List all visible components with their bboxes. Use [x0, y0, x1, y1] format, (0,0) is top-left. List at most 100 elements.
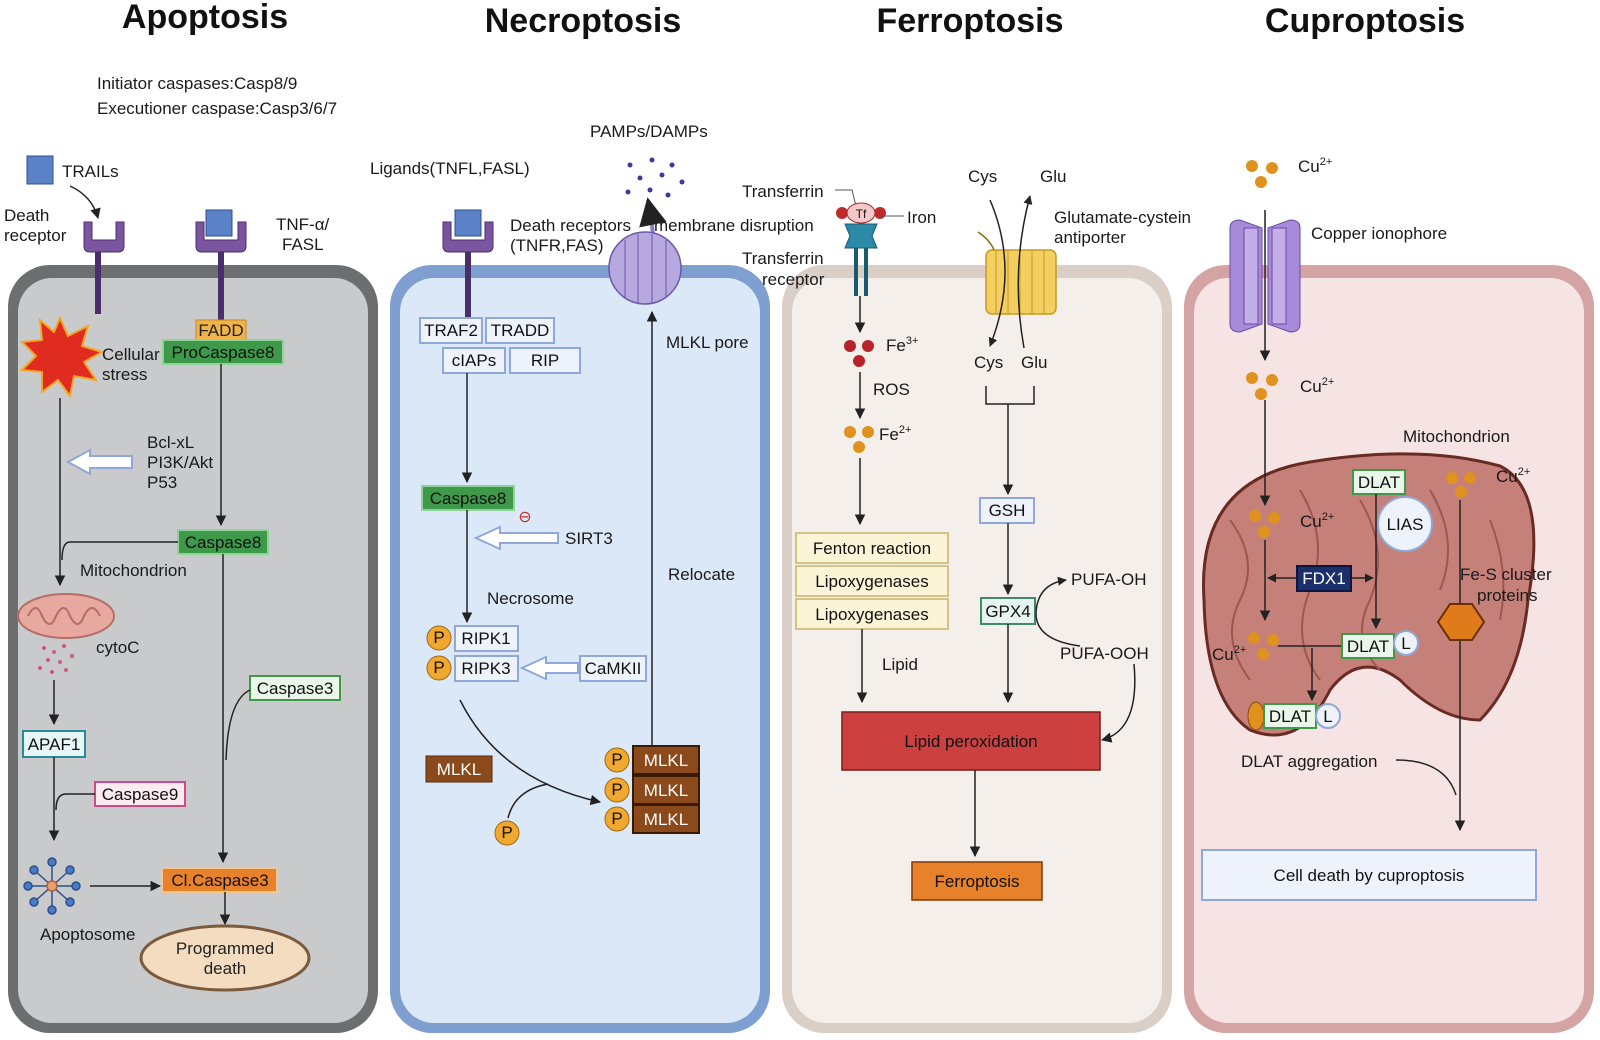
lipoyl-bottom-label: L: [1323, 707, 1332, 726]
casp8-to-mito-line: [61, 541, 178, 561]
cellular-stress-icon: [19, 315, 105, 399]
trails-ligand-icon: [26, 155, 54, 185]
lias-label: LIAS: [1387, 515, 1424, 534]
programmed-death-label-1: Programmed: [176, 939, 274, 958]
necro-caspase8-box: [421, 485, 515, 511]
pmlkl-p-2: P: [611, 780, 622, 799]
antiporter-label-2: antiporter: [1054, 228, 1126, 247]
cu-right-label: Cu2+: [1496, 466, 1530, 486]
fes-label-2: proteins: [1477, 586, 1537, 605]
tnf-receptor-icon: [195, 209, 247, 320]
dlat-aggregation-label: DLAT aggregation: [1241, 752, 1377, 771]
lipoyl-bottom-circle: [1315, 703, 1341, 729]
cell-death-box: [1201, 849, 1537, 901]
ripk3-phospho-icon: [426, 655, 452, 681]
trails-arrow: [69, 185, 101, 220]
fadd-label: FADD: [198, 321, 243, 340]
gpx4-cycle-arrow: [1035, 576, 1081, 647]
cl-caspase3-box: [161, 867, 278, 893]
death-receptor-label-1: Death: [4, 206, 49, 225]
cu-lower-icon: [1248, 632, 1279, 660]
pmlkl-label-1: MLKL: [644, 751, 688, 770]
dlat-aggregate-cu: [1247, 701, 1265, 731]
lipoyl-mid-circle: [1393, 630, 1419, 656]
cellular-stress-label-1: Cellular: [102, 345, 160, 364]
glu-bottom-label: Glu: [1021, 353, 1047, 372]
cu-cytosol-icon: [1246, 372, 1278, 400]
mlkl-box: [425, 755, 493, 783]
pufa-oh-label: PUFA-OH: [1071, 570, 1147, 589]
caspase9-label: Caspase9: [102, 785, 179, 804]
dlat-bottom-label: DLAT: [1269, 707, 1311, 726]
copper-ionophore-label: Copper ionophore: [1311, 224, 1447, 243]
cytochrome-c-dots: [38, 644, 74, 674]
casp3-merge-line: [225, 689, 251, 761]
rip-box: [509, 347, 581, 374]
cu-top-icon: [1246, 160, 1278, 188]
procaspase8-box: [162, 339, 284, 365]
cys-top-label: Cys: [968, 167, 997, 186]
relocate-label: Relocate: [668, 565, 735, 584]
lipoxygenases-box-1: [795, 565, 949, 597]
mlkl-label: MLKL: [437, 760, 481, 779]
apoptosome-label: Apoptosome: [40, 925, 135, 944]
necro-death-receptor-icon: [442, 209, 494, 318]
fenton-box: [795, 532, 949, 564]
traf2-label: TRAF2: [424, 321, 478, 340]
casp9-line: [55, 793, 95, 811]
ferroptosis-box: [911, 861, 1043, 901]
tnf-label-2: FASL: [282, 235, 324, 254]
death-receptor-icon: [83, 221, 125, 314]
ripk3-to-mlkl-arrow: [459, 699, 602, 806]
ferroptosis-cell: [782, 265, 1172, 1033]
gpx4-label: GPX4: [985, 602, 1030, 621]
camkii-label: CaMKII: [585, 659, 642, 678]
bclxl-label: Bcl-xL: [147, 433, 194, 452]
antiporter-icon: [977, 231, 1057, 315]
cupro-mitochondrion-label: Mitochondrion: [1403, 427, 1510, 446]
ligands-label: Ligands(TNFL,FASL): [370, 159, 530, 178]
cellular-stress-label-2: stress: [102, 365, 147, 384]
dlat-mid-label: DLAT: [1347, 637, 1389, 656]
ripk3-p-label: P: [433, 658, 444, 677]
lipid-label: Lipid: [882, 655, 918, 674]
rip-label: RIP: [531, 351, 559, 370]
tradd-box: [485, 317, 555, 344]
camkii-hollow-arrow: [519, 655, 579, 681]
cu-top-right-icon: [1446, 472, 1476, 498]
pmlkl-stack: [604, 745, 700, 834]
membrane-disruption-label: membrane disruption: [654, 216, 814, 235]
programmed-death-ellipse: [139, 924, 311, 992]
phospho-arc: [507, 783, 549, 819]
fe3-icon: [844, 340, 874, 367]
mlkl-pore-icon: [608, 197, 682, 305]
necro-caspase8-label: Caspase8: [430, 489, 507, 508]
death-receptors-label-2: (TNFR,FAS): [510, 236, 604, 255]
fe3-label: Fe3+: [886, 335, 918, 355]
cl-caspase3-label: Cl.Caspase3: [171, 871, 268, 890]
mitochondrion-label: Mitochondrion: [80, 561, 187, 580]
dlat-top-box: [1352, 469, 1406, 495]
dlat-bottom-box: [1263, 703, 1317, 729]
lias-circle: [1377, 496, 1433, 552]
mlkl-pore-label: MLKL pore: [666, 333, 749, 352]
lipoxygenases-box-2: [795, 598, 949, 630]
dlat-top-label: DLAT: [1358, 473, 1400, 492]
necroptosis-cell: [390, 265, 770, 1033]
cys-import-arrow: [988, 199, 1006, 347]
cu-lower-label: Cu2+: [1212, 644, 1246, 664]
pamps-dots: [625, 157, 685, 198]
ripk1-label: RIPK1: [461, 629, 510, 648]
tnf-label-1: TNF-α/: [276, 215, 330, 234]
programmed-death-label-2: death: [204, 959, 247, 978]
copper-ionophore-icon: [1229, 219, 1301, 333]
title-ferroptosis: Ferroptosis: [876, 2, 1063, 40]
sirt3-label: SIRT3: [565, 529, 613, 548]
dlat-mid-box: [1341, 633, 1395, 659]
gsh-label: GSH: [989, 501, 1026, 520]
necrosome-label: Necrosome: [487, 589, 574, 608]
fe2-icon: [844, 426, 874, 453]
executioner-caspase-label: Executioner caspase:Casp3/6/7: [97, 99, 337, 118]
ripk1-phospho-icon: [426, 625, 452, 651]
